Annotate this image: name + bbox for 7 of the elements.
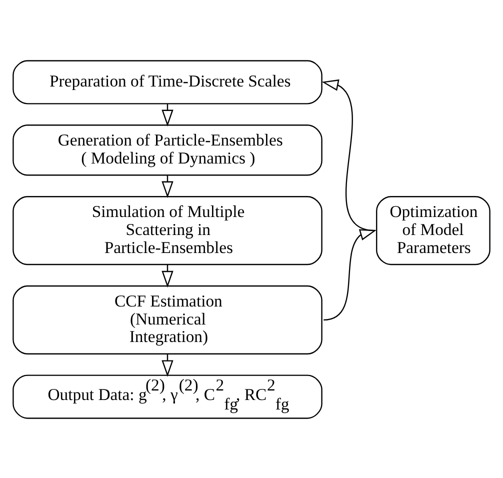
node-box: Optimization of Model Parameters: [376, 196, 490, 265]
arrow: [322, 78, 375, 231]
node-box: Generation of Particle-Ensembles ( Modeling of Dynamics ): [12, 124, 322, 176]
arrow: [324, 228, 377, 320]
node-box: CCF Estimation (Numerical Integration): [12, 284, 322, 354]
node-box: Simulation of Multiple Scattering in Particle-Ensembles: [12, 196, 322, 265]
node-box: Preparation of Time-Discrete Scales: [12, 60, 322, 104]
